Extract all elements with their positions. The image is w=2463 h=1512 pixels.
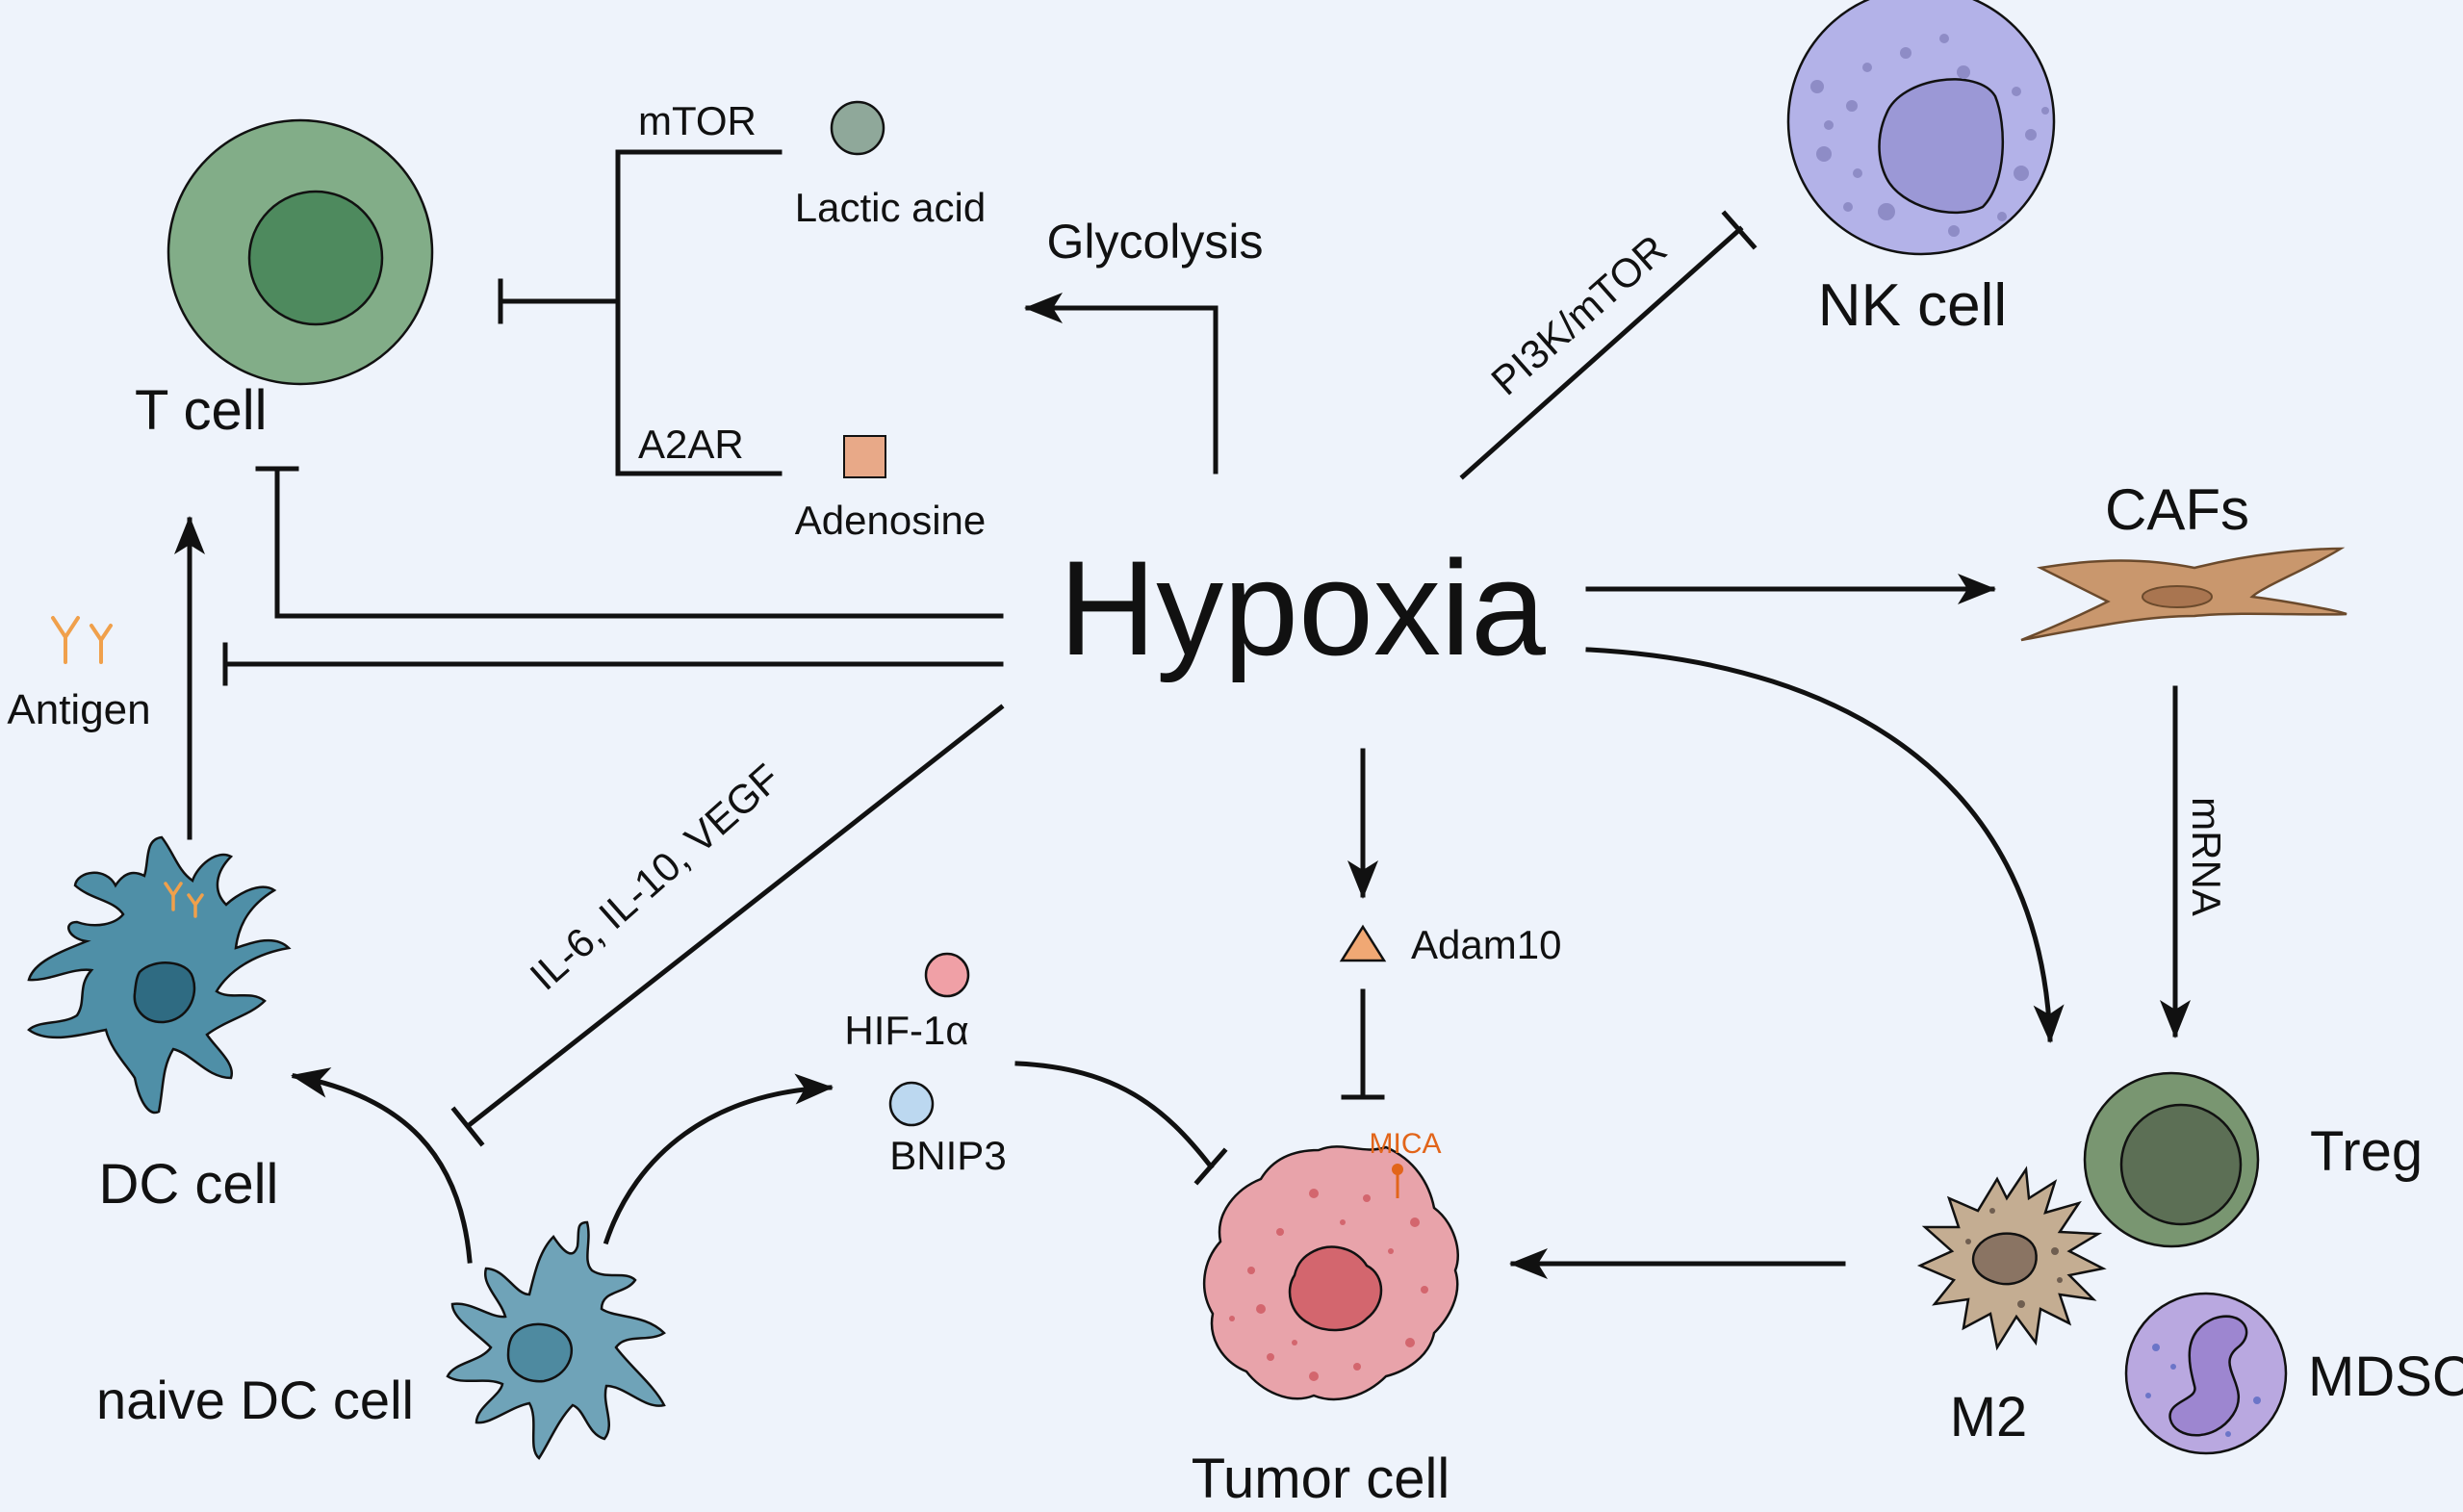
antigen-label: Antigen (7, 686, 150, 733)
hif-inhibit-bar (1193, 1147, 1228, 1186)
mrna-label: mRNA (2184, 797, 2229, 916)
a2ar-label: A2AR (638, 422, 744, 467)
lactic-acid-label: Lactic acid (795, 185, 986, 230)
lactic-acid-icon (830, 100, 885, 156)
hypoxia-tcell-inhibit-1 (274, 466, 1004, 619)
tumor-cell-label: Tumor cell (1192, 1448, 1450, 1510)
dc-cell-label: DC cell (99, 1153, 279, 1216)
adam10-icon (1339, 924, 1387, 962)
treg-cell (2083, 1071, 2260, 1248)
cafs-label: CAFs (2105, 477, 2249, 542)
dc-cell (27, 835, 292, 1115)
mica-label: MICA (1370, 1128, 1442, 1160)
nk-cell-label: NK cell (1818, 272, 2007, 339)
dc-antigen-icon (164, 882, 204, 918)
hif1a-icon (924, 952, 970, 998)
cytokines-label: IL-6, IL-10, VEGF (522, 755, 789, 998)
nk-cell (1786, 0, 2056, 256)
adam10-label: Adam10 (1411, 922, 1561, 967)
mtor-label: mTOR (638, 98, 757, 143)
mtor-a2ar-bracket (615, 149, 783, 476)
m2-label: M2 (1950, 1386, 2028, 1448)
t-cell-label: T cell (135, 379, 268, 442)
naive-dc-cell (446, 1220, 666, 1460)
hif1a-label: HIF-1α (844, 1008, 968, 1053)
bnip3-label: BNIP3 (889, 1133, 1006, 1178)
cytokine-inhibit-line (464, 704, 1005, 1130)
treg-label: Treg (2310, 1120, 2423, 1183)
t-cell (167, 118, 434, 386)
mdsc-label: MDSC (2308, 1345, 2463, 1408)
naive-to-hif-arrow (603, 1073, 834, 1245)
naive-dc-cell-label: naive DC cell (96, 1370, 414, 1430)
m2-cell (1916, 1166, 2107, 1351)
hif-inhibit-tumor (1014, 1061, 1215, 1170)
adenosine-label: Adenosine (795, 498, 987, 543)
cytokine-inhibit-bar (450, 1106, 485, 1147)
bnip3-icon (888, 1081, 935, 1127)
pi3k-inhibit-line (1459, 225, 1744, 480)
mica-icon (1392, 1164, 1403, 1175)
naive-to-dc-arrow (291, 1067, 473, 1264)
hypoxia-to-m2-arrow (1585, 647, 2065, 1043)
pi3k-inhibit-bar (1721, 210, 1757, 250)
antigen-icon (51, 616, 113, 664)
tumor-cell (1202, 1145, 1460, 1401)
hypoxia-label: Hypoxia (1059, 532, 1546, 683)
glycolysis-label: Glycolysis (1046, 215, 1263, 269)
mdsc-cell (2124, 1292, 2288, 1455)
adenosine-icon (843, 435, 886, 478)
glycolysis-arrow (1024, 293, 1219, 474)
caf-cell (2020, 547, 2348, 642)
